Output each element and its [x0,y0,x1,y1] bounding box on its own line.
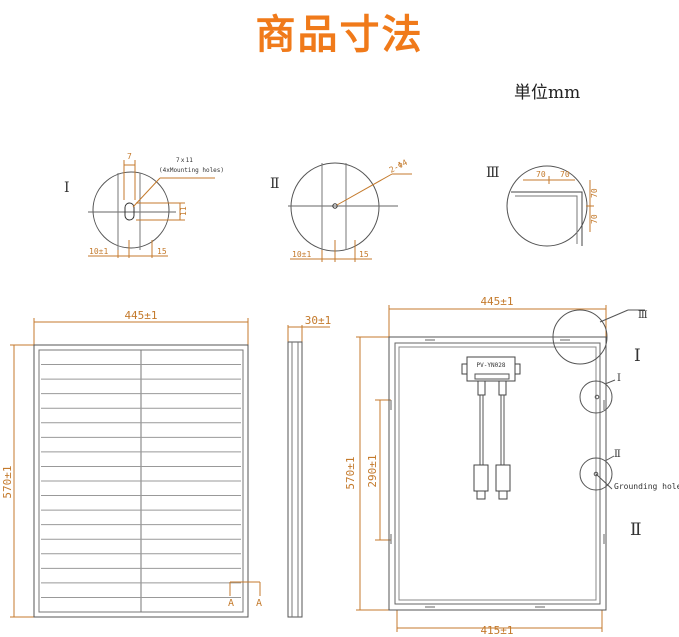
callout-i-hole [594,394,600,400]
detail-ii-roman: Ⅱ [270,176,280,192]
callout-ii-circle [579,457,613,491]
callout-i-leader [604,379,616,385]
detail-i-slot-width: 7 [127,152,132,161]
detail-ii-circle [290,162,380,252]
front-view [10,318,261,618]
grounding-label: Grounding holes [614,482,679,491]
page-title: 商品寸法 [255,12,424,58]
panel-frame [33,344,249,618]
detail-ii-hole-note: 2-Φ4 [388,158,409,175]
junction-box-label: PV-YN028 [477,362,506,369]
front-cell-lines [41,364,241,598]
connector-tip [498,490,508,500]
cable-gland [477,380,486,396]
detail-i-roman: Ⅰ [64,180,70,196]
section-mark-left: A [228,598,234,609]
front-width-label: 445±1 [124,309,157,322]
detail-ii [288,162,412,262]
front-height-label: 570±1 [1,465,14,498]
back-view [356,305,645,632]
mounting-slot [124,202,135,221]
callout-iii-leader [599,309,629,323]
detail-i-offset-right: 15 [157,247,167,256]
side-thickness-label: 30±1 [305,314,332,327]
detail-iii-circle [506,165,588,247]
detail-iii-corner [511,191,583,246]
connector-tip [476,490,486,500]
detail-iii-dim-a: 70 [536,170,546,179]
callout-ii-large-label: Ⅱ [630,520,642,540]
callout-i-circle [579,380,613,414]
detail-iii-dim-b: 70 [560,170,570,179]
cable [479,395,484,465]
callout-iii-circle [552,309,608,365]
callout-i-large-label: Ⅰ [634,346,641,366]
side-profile [287,341,303,618]
detail-iii-roman: Ⅲ [486,165,500,181]
callout-ii-small-label: Ⅱ [614,449,621,460]
connector-left [473,464,489,492]
callout-iii-label: Ⅲ [638,310,648,321]
detail-ii-offset-right: 15 [359,250,369,259]
callout-ii-hole [593,471,599,477]
junction-box [466,356,516,382]
detail-i-circle [92,171,170,249]
back-frame-inner2 [398,346,597,601]
slot-leader [132,177,161,208]
callout-i-small-label: Ⅰ [617,373,621,384]
detail-i [88,160,215,258]
unit-label: 単位mm [514,83,581,103]
detail-ii-offset-left: 10±1 [292,250,311,259]
back-hole-spacing-h: 415±1 [480,624,513,637]
detail-i-slot-note-2: (4xMounting holes) [159,167,224,174]
back-frame-inner [394,342,601,605]
detail-iii-dim-c: 70 [590,188,599,198]
junction-box-tab [461,363,468,375]
back-width-label: 445±1 [480,295,513,308]
grounding-hole [332,203,338,209]
detail-i-slot-height: 11 [179,206,188,216]
junction-box-tab [514,363,521,375]
grounding-leader [595,473,613,490]
detail-iii-dim-d: 70 [590,214,599,224]
connector-right [495,464,511,492]
frame-holes [390,339,605,608]
cable [500,395,505,465]
back-frame-outer [388,336,607,611]
hole-leader [336,173,393,206]
junction-box-plate [474,373,510,380]
back-hole-spacing-v: 290±1 [366,454,379,487]
detail-i-offset-left: 10±1 [89,247,108,256]
side-view [287,325,330,618]
detail-iii [506,165,594,247]
section-mark-right: A [256,598,262,609]
cable-gland [498,380,507,396]
back-height-label: 570±1 [344,456,357,489]
detail-i-slot-note-1: 7ｘ11 [176,157,193,164]
detail-iii-corner-inner [515,195,578,244]
callout-ii-leader [604,455,615,462]
